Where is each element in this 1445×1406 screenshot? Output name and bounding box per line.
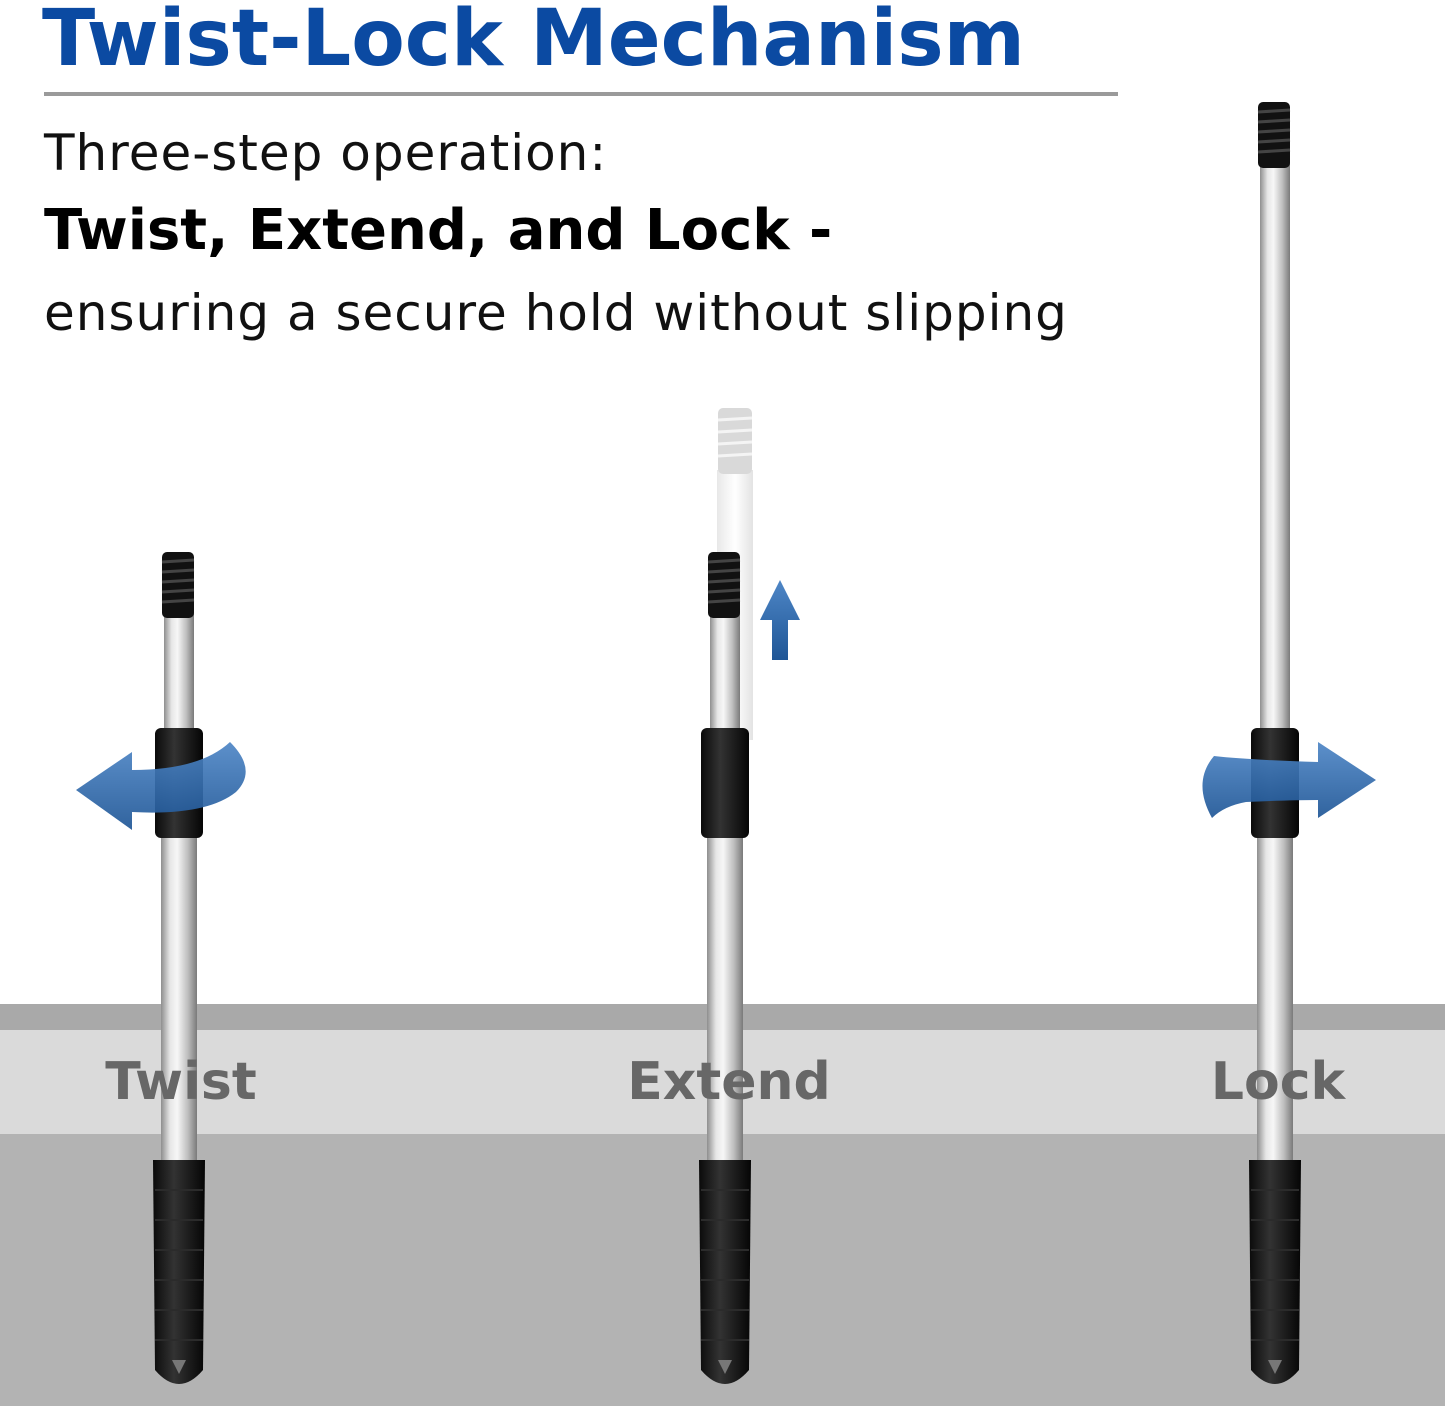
pole-lock [1249, 102, 1301, 1384]
subtitle-line-1: Three-step operation: [44, 124, 608, 182]
threaded-tip [707, 552, 741, 618]
rotate-left-arrow-icon [76, 742, 246, 830]
title-divider [44, 92, 1118, 96]
step-label-extend: Extend [627, 1052, 831, 1112]
threaded-tip [161, 552, 195, 618]
step-label-twist: Twist [105, 1052, 257, 1112]
pole-twist [153, 552, 205, 1384]
threaded-tip [1257, 102, 1291, 168]
step-label-lock: Lock [1210, 1052, 1346, 1112]
rotate-right-arrow-icon [1202, 742, 1376, 818]
pole-extend [699, 408, 753, 1384]
page-title: Twist-Lock Mechanism [42, 0, 1025, 84]
subtitle-line-2: Twist, Extend, and Lock - [44, 198, 833, 263]
up-arrow-icon [760, 580, 800, 660]
subtitle-line-3: ensuring a secure hold without slipping [44, 284, 1068, 342]
